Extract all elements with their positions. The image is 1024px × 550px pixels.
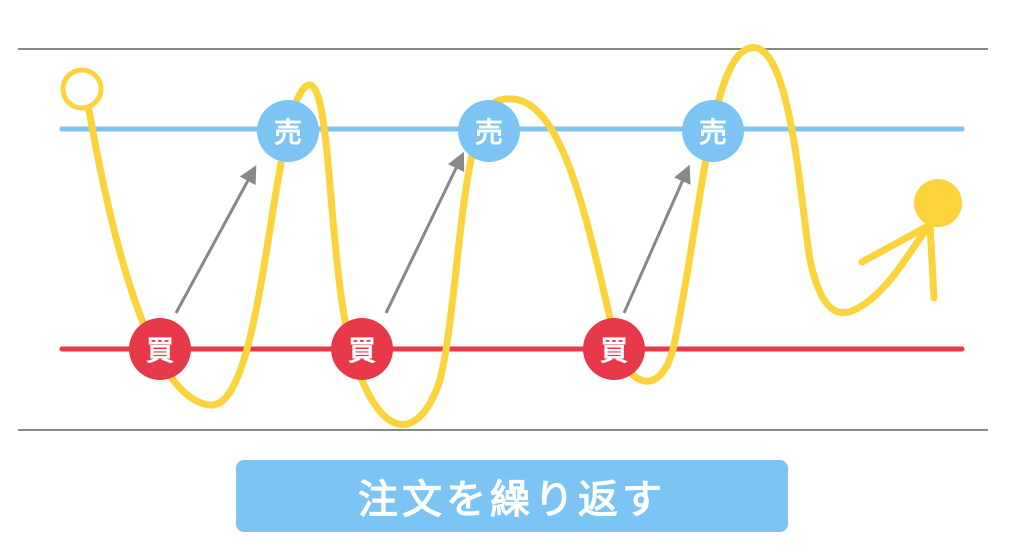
buy-marker: 買 xyxy=(129,318,191,380)
sell-marker: 売 xyxy=(458,100,520,162)
buy-marker-label: 買 xyxy=(600,334,628,367)
arrowhead-icon xyxy=(384,151,465,314)
hollow-circle-icon xyxy=(60,67,104,111)
buy-marker: 買 xyxy=(583,318,645,380)
price-curve xyxy=(85,44,934,428)
sell-marker: 売 xyxy=(682,100,744,162)
filled-circle-icon xyxy=(914,179,962,227)
arrowhead-icon xyxy=(174,165,257,314)
sell-marker-label: 売 xyxy=(699,116,727,149)
arrowhead-icon xyxy=(622,164,691,314)
sell-marker: 売 xyxy=(257,100,319,162)
caption-banner: 注文を繰り返す xyxy=(236,460,788,532)
sell-marker-label: 売 xyxy=(274,116,302,149)
buy-marker: 買 xyxy=(331,318,393,380)
buy-marker-label: 買 xyxy=(348,334,376,367)
sell-marker-label: 売 xyxy=(475,116,503,149)
caption-text: 注文を繰り返す xyxy=(358,477,666,523)
buy-marker-label: 買 xyxy=(146,334,174,367)
